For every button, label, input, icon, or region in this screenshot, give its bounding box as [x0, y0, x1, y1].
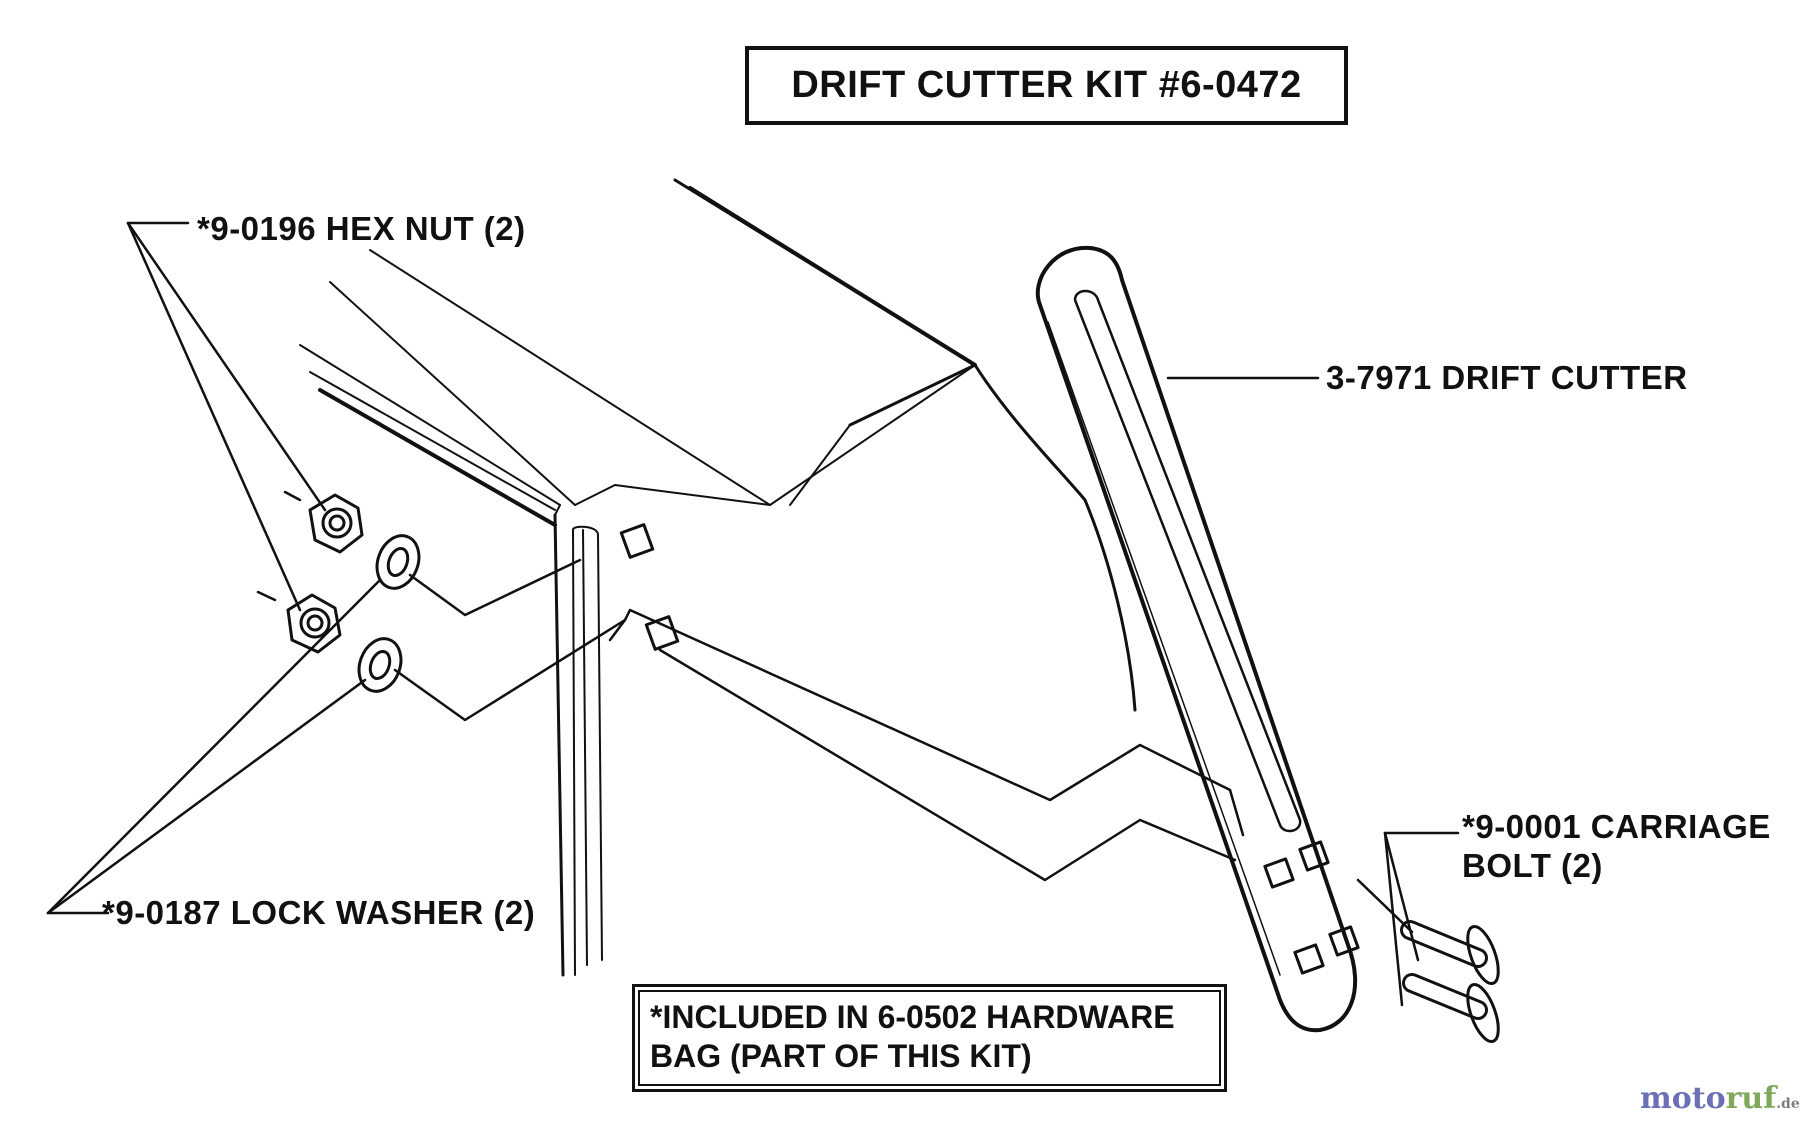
watermark-part-2: ruf: [1725, 1081, 1777, 1116]
mounting-channel: [553, 504, 603, 977]
watermark-suffix: .de: [1776, 1096, 1800, 1112]
leader-lines: [46, 221, 1460, 1007]
watermark-part-1: moto: [1640, 1081, 1726, 1116]
note-line-1: *INCLUDED IN 6-0502 HARDWARE: [650, 999, 1175, 1035]
lock-washer-icon: [357, 534, 421, 693]
carriage-bolt-icon: [1400, 920, 1500, 1043]
carriage-bolt-label-line2: BOLT (2): [1462, 847, 1603, 884]
drift-cutter-label: 3-7971 DRIFT CUTTER: [1326, 359, 1688, 396]
hardware-note: *INCLUDED IN 6-0502 HARDWARE BAG (PART O…: [638, 990, 1221, 1086]
skid-outline: [393, 558, 1245, 882]
drift-cutter-bar: [1035, 245, 1360, 1033]
channel-holes: [619, 523, 680, 651]
hex-nut-icon: [286, 493, 364, 654]
hex-nut-label: *9-0196 HEX NUT (2): [197, 210, 526, 247]
note-line-2: BAG (PART OF THIS KIT): [650, 1038, 1032, 1074]
title-box: DRIFT CUTTER KIT #6-0472: [745, 46, 1348, 125]
carriage-bolt-label-line1: *9-0001 CARRIAGE: [1462, 808, 1771, 845]
watermark-logo: motoruf.de: [1640, 1083, 1800, 1120]
diagram-title: DRIFT CUTTER KIT #6-0472: [791, 64, 1302, 106]
housing-outline: [299, 178, 1137, 712]
lock-washer-label: *9-0187 LOCK WASHER (2): [102, 894, 536, 931]
hardware-note-box: *INCLUDED IN 6-0502 HARDWARE BAG (PART O…: [632, 984, 1227, 1092]
